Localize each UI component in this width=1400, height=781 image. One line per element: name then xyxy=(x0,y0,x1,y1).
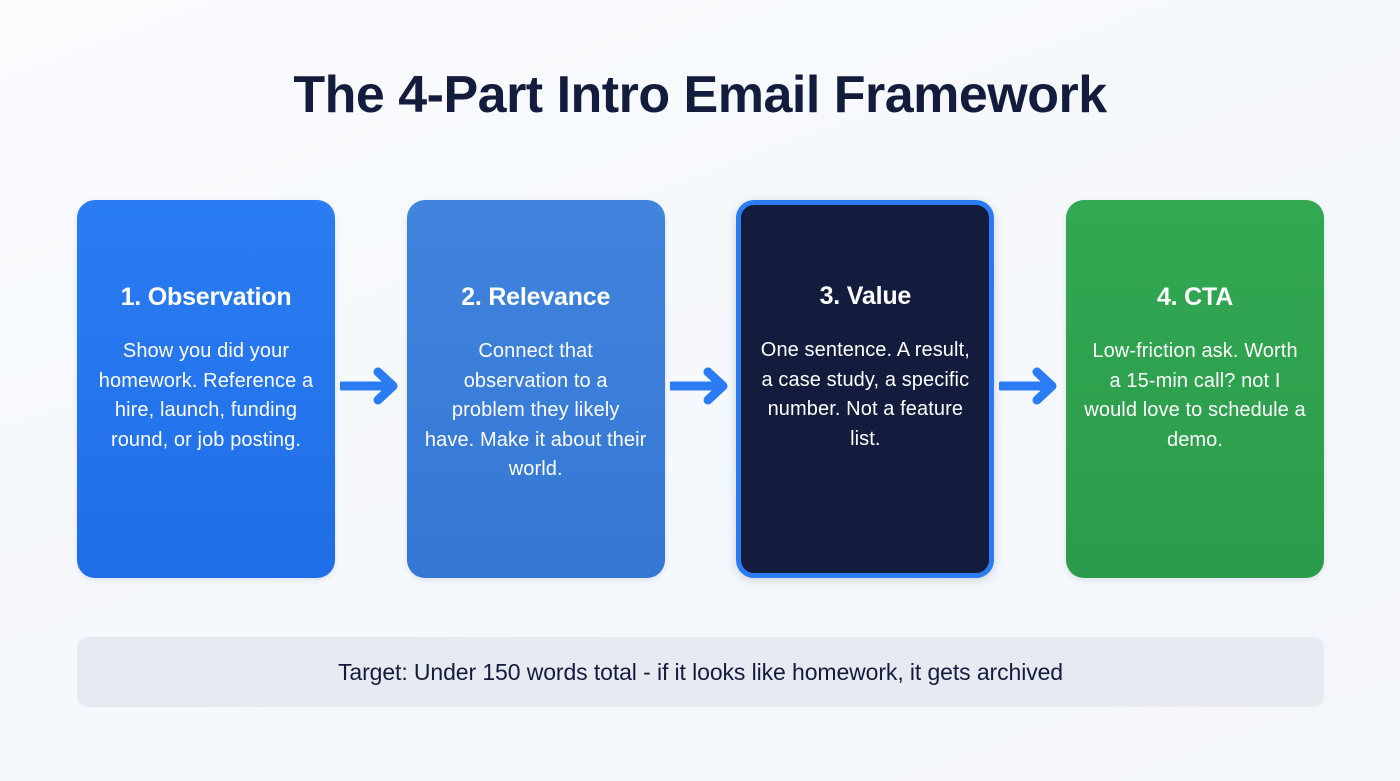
step-card-observation[interactable]: 1. Observation Show you did your homewor… xyxy=(77,200,335,578)
connector-1 xyxy=(335,200,407,578)
step-card-heading: 3. Value xyxy=(819,282,912,310)
page-title: The 4-Part Intro Email Framework xyxy=(293,66,1107,124)
step-card-relevance[interactable]: 2. Relevance Connect that observation to… xyxy=(406,200,665,578)
connector-2 xyxy=(665,200,737,578)
step-card-body: Connect that observation to a problem th… xyxy=(424,340,647,481)
connector-3 xyxy=(994,200,1066,578)
arrow-right-icon xyxy=(339,367,402,409)
step-card-heading: 2. Relevance xyxy=(461,283,611,311)
step-card-body: Low-friction ask. Worth a 15-min call? n… xyxy=(1084,340,1306,451)
framework-steps-row: 1. Observation Show you did your homewor… xyxy=(77,200,1325,578)
step-card-body: One sentence. A result, a case study, a … xyxy=(760,339,970,450)
arrow-right-icon xyxy=(669,367,732,409)
step-card-value[interactable]: 3. Value One sentence. A result, a case … xyxy=(736,200,995,578)
footer-banner: Target: Under 150 words total - if it lo… xyxy=(77,637,1324,707)
step-card-heading: 4. CTA xyxy=(1156,283,1234,311)
step-card-cta[interactable]: 4. CTA Low-friction ask. Worth a 15-min … xyxy=(1066,200,1325,578)
step-card-body: Show you did your homework. Reference a … xyxy=(98,340,314,451)
footer-note: Target: Under 150 words total - if it lo… xyxy=(338,658,1063,685)
step-card-heading: 1. Observation xyxy=(120,283,292,311)
arrow-right-icon xyxy=(999,367,1061,409)
